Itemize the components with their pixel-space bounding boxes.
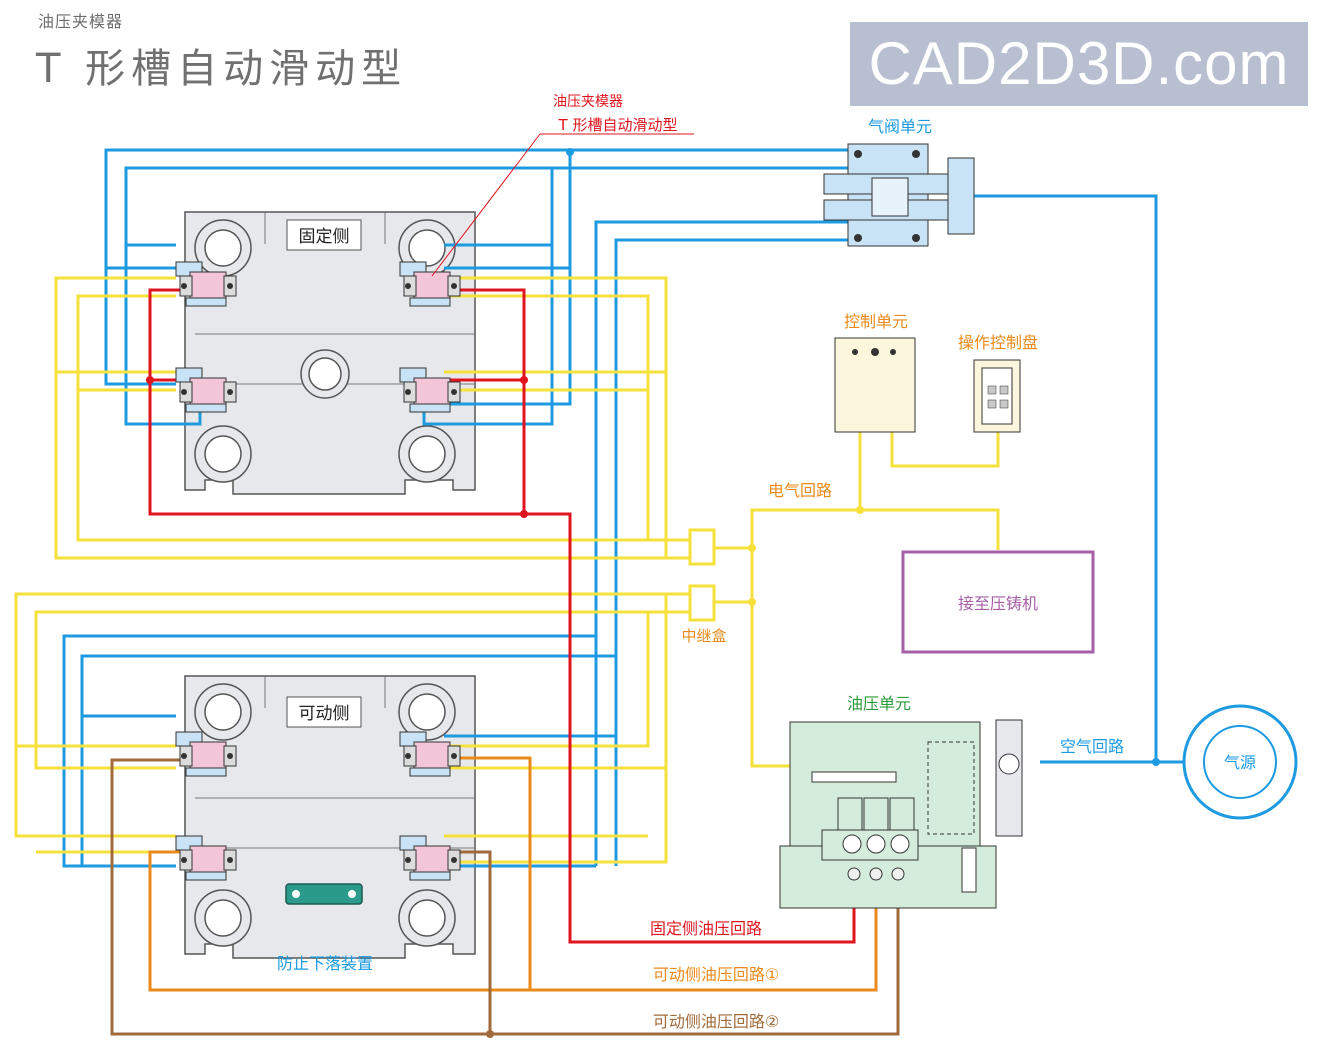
air-valve-unit-label: 气阀单元: [868, 117, 932, 136]
air-valve-unit-graphic: [823, 143, 975, 247]
movable-oil-circuit-1: [148, 756, 878, 992]
anti-drop-device: [285, 883, 363, 905]
anti-drop-label: 防止下落装置: [277, 954, 373, 973]
air-circuit-label: 空气回路: [1060, 737, 1124, 756]
electric-circuit-label: 电气回路: [768, 481, 832, 500]
fixed-oil-circuit: [148, 288, 856, 944]
callout-leader: [431, 133, 541, 277]
hydraulic-unit-graphic: [779, 719, 1023, 909]
callout-line1: 油压夹模器: [553, 94, 623, 110]
air-source-inner: [1203, 725, 1277, 799]
callout-line2: T 形槽自动滑动型: [558, 116, 678, 134]
relay-box-label: 中继盒: [681, 627, 726, 645]
header-small-title: 油压夹模器: [38, 12, 124, 31]
air-source-label: 气源: [1224, 753, 1256, 772]
fixed-oil-circuit-label: 固定侧油压回路: [650, 919, 762, 938]
movable-oil-circuit-2-label: 可动侧油压回路②: [653, 1012, 779, 1031]
fixed-side-label: 固定侧: [299, 227, 350, 247]
watermark: CAD2D3D.com: [850, 22, 1308, 106]
movable-oil-circuit-1-label: 可动侧油压回路①: [653, 965, 779, 984]
header-big-title: T 形槽自动滑动型: [36, 46, 408, 92]
air-lines: [62, 148, 1184, 868]
electric-lines: [14, 276, 1000, 864]
hydraulic-unit-label: 油压单元: [847, 694, 911, 713]
control-unit-label: 控制单元: [844, 312, 908, 331]
die-casting-box: [901, 550, 1095, 654]
relay-box-2: [688, 584, 716, 622]
relay-box-1: [688, 528, 716, 566]
to-die-casting-label: 接至压铸机: [958, 594, 1038, 613]
movable-side-label: 可动侧: [299, 704, 350, 724]
operation-panel-label: 操作控制盘: [958, 333, 1038, 352]
